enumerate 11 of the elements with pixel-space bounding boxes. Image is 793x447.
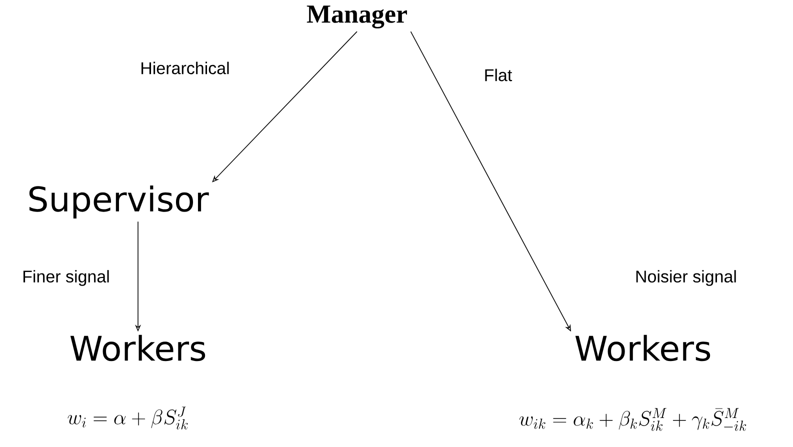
manager-label: Manager	[306, 6, 407, 28]
supervisor-label: Supervisor	[29, 186, 209, 218]
workers-label: Workers	[575, 334, 710, 362]
edge-label: Flat	[482, 68, 514, 82]
workers-label: Workers	[70, 334, 206, 362]
formula: $w_i = \alpha + \beta S_{ik}^J$	[68, 406, 188, 430]
edge-label: Finer signal	[21, 269, 111, 287]
arrow	[212, 31, 358, 182]
signal-label: Noisier signal	[636, 270, 736, 286]
formula: $w_{ik} = \alpha_k + \beta_k S_{ik}^M + \gamma_k \bar{S}_{-ik}^M$	[519, 408, 746, 431]
edge-label: Hierarchical	[139, 60, 231, 76]
